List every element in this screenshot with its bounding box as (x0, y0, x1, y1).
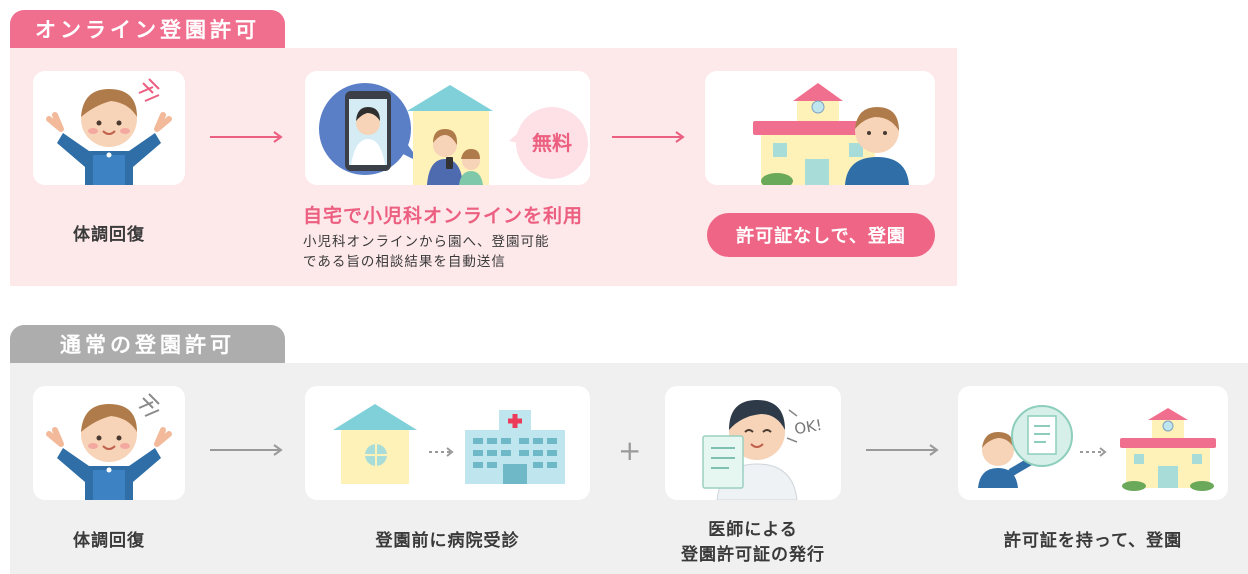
school-with-child-icon (753, 83, 909, 185)
normal-recovered-child-card (33, 386, 185, 500)
online-step2-desc-line2: である旨の相談結果を自動送信 (303, 254, 506, 270)
arrow-right-icon (866, 444, 939, 456)
online-step1-label: 体調回復 (73, 225, 145, 245)
online-recovered-child-card (33, 71, 185, 185)
online-step2-headline: 自宅で小児科オンラインを利用 (303, 205, 584, 227)
online-consultation-illustration: 無料 (319, 83, 588, 185)
normal-step4-label: 許可証を持って、登園 (1003, 531, 1183, 551)
online-consultation-card: 無料 (305, 71, 590, 185)
happy-child-icon (46, 78, 172, 185)
arrow-right-icon (210, 131, 283, 143)
online-section-title: オンライン登園許可 (35, 18, 260, 42)
arrow-right-icon (210, 444, 283, 456)
happy-child-icon (46, 393, 172, 500)
normal-section-title: 通常の登園許可 (60, 333, 235, 357)
normal-section-tab: 通常の登園許可 (10, 325, 285, 363)
certificate-to-school-icon (978, 405, 1216, 491)
online-section-tab: オンライン登園許可 (10, 10, 285, 48)
arrow-right-icon (612, 131, 685, 143)
normal-certificate-school-card (958, 386, 1228, 500)
free-badge-text: 無料 (532, 131, 572, 155)
normal-doctor-card: OK! (665, 386, 841, 500)
normal-hospital-visit-card (305, 386, 590, 500)
online-step2-desc-line1: 小児科オンラインから園へ、登園可能 (303, 234, 550, 250)
online-step3-pill: 許可証なしで、登園 (707, 213, 935, 257)
normal-step2-label: 登園前に病院受診 (375, 531, 520, 551)
normal-step3-label-line2: 登園許可証の発行 (681, 545, 825, 565)
normal-step3-label-line1: 医師による (708, 520, 798, 540)
house-to-hospital-icon (333, 404, 565, 484)
ok-text: OK! (793, 416, 823, 439)
online-attend-school-card (705, 71, 935, 185)
plus-icon: + (618, 434, 642, 467)
doctor-icon: OK! (702, 400, 823, 500)
normal-step1-label: 体調回復 (73, 531, 145, 551)
